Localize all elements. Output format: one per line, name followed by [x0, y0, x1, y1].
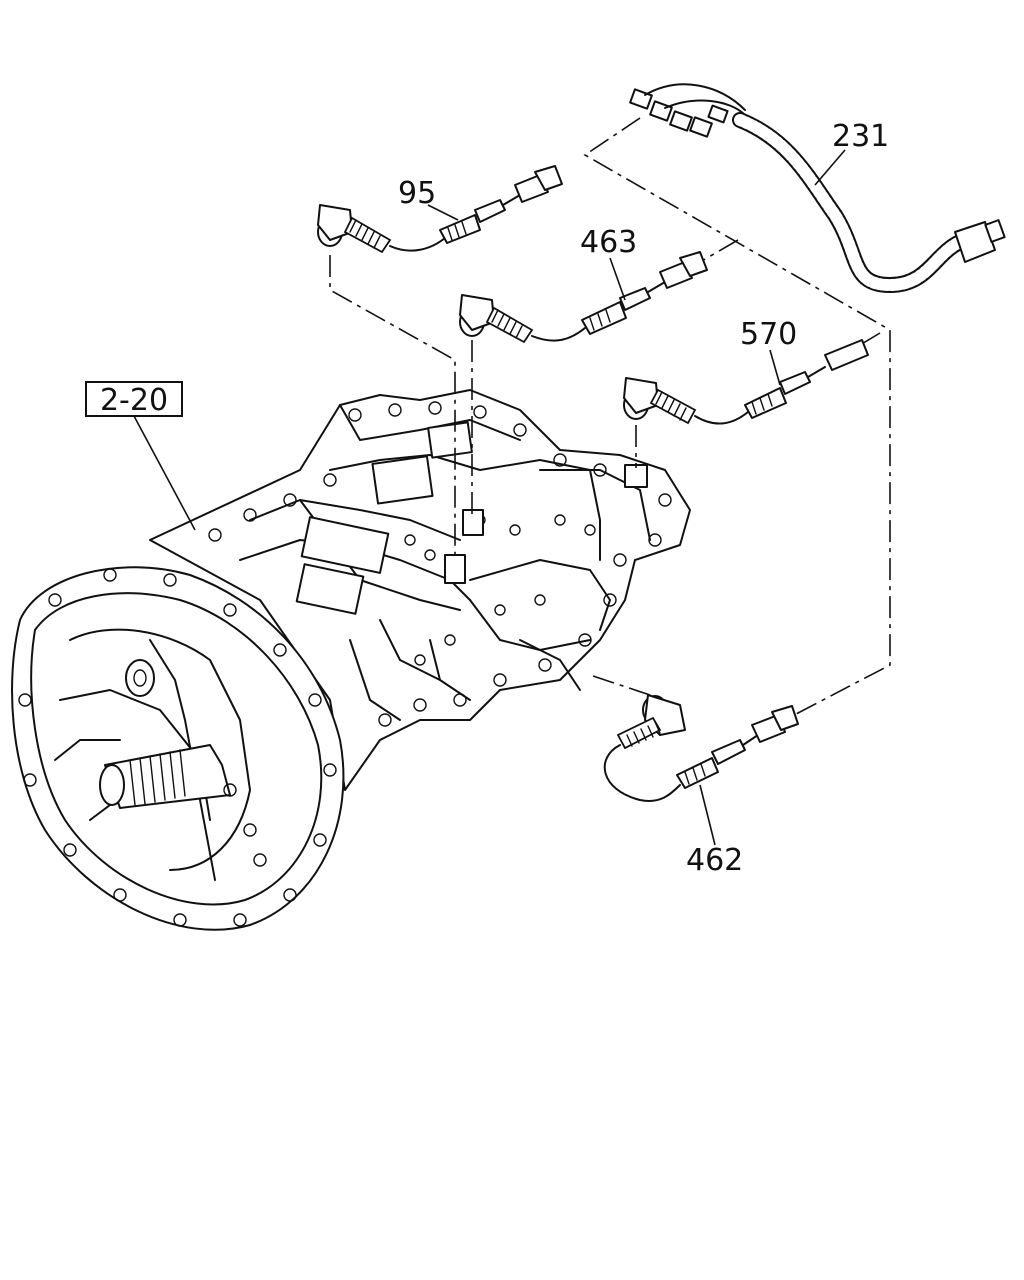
sensor-463-label: 463 [580, 225, 637, 260]
transmission-ref-box [85, 381, 183, 417]
harness-231-label: 231 [832, 119, 889, 154]
speed-sensor-570 [623, 339, 869, 425]
speed-sensor-95 [317, 165, 563, 254]
sensor-462-label: 462 [686, 843, 743, 878]
sensor-570-label: 570 [740, 317, 797, 352]
transmission-ref-label: 2-20 [100, 383, 168, 418]
speed-sensor-462 [603, 694, 799, 802]
wiring-harness-231 [629, 83, 1006, 294]
callout-labels: 2-20 231 95 463 570 462 [85, 119, 889, 878]
sensor-95-label: 95 [398, 176, 436, 211]
speed-sensor-463 [459, 251, 708, 344]
transmission-assembly [11, 389, 691, 931]
dash-leader-lines [329, 117, 891, 726]
callout-leaders [133, 149, 846, 846]
